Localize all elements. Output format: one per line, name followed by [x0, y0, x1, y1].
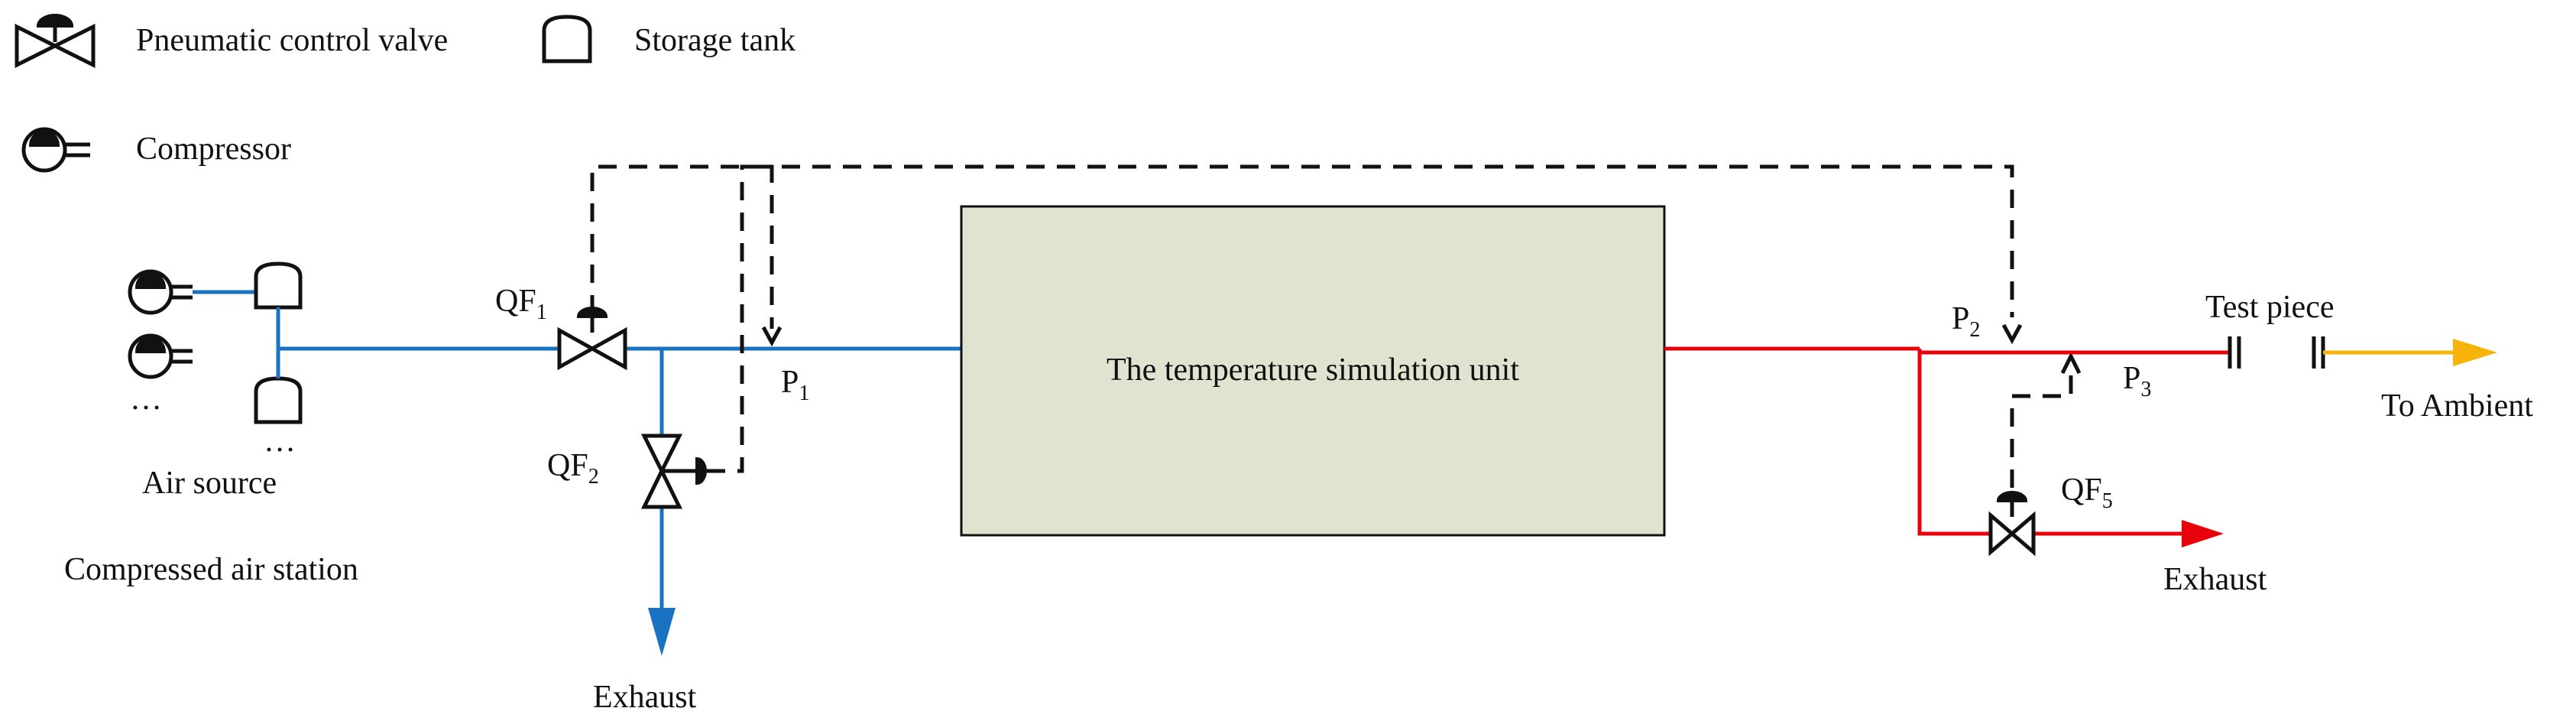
ambient-arrow: [2453, 339, 2497, 366]
hot-output-lines: [1664, 346, 2230, 536]
control-signal-lines: [590, 164, 2073, 488]
legend-compressor-icon: [21, 127, 90, 173]
legend-valve-icon: [15, 14, 96, 69]
valve-qf1-label: QF1: [495, 284, 547, 324]
ellipsis-right: …: [264, 424, 296, 459]
exhaust-arrow-left: [648, 608, 676, 656]
compressed-air-station: … … Air source Compressed air station: [64, 261, 358, 587]
legend-tank-label: Storage tank: [634, 23, 795, 58]
hot-branch-to-qf5: [1917, 349, 1991, 536]
signal-arrows: [761, 323, 2082, 375]
to-ambient-label: To Ambient: [2381, 388, 2533, 424]
legend-valve-label: Pneumatic control valve: [136, 23, 448, 58]
arrow-p3-icon: [2060, 352, 2082, 375]
valve-qf2-icon: [640, 434, 707, 509]
point-p2-label: P2: [1952, 301, 1980, 342]
point-p1-label: P1: [781, 365, 809, 405]
storage-tank-1-icon: [254, 261, 303, 310]
signal-line-qf1-p2: [590, 164, 2014, 317]
test-piece-connectors: [2228, 336, 2325, 369]
valve-qf5-icon: [1988, 491, 2036, 557]
signal-line-qf2-p1: [707, 164, 774, 473]
legend-compressor-label: Compressor: [136, 132, 291, 167]
valve-qf1-icon: [557, 307, 627, 371]
compressor-2-icon: [128, 333, 193, 379]
exhaust-left-label: Exhaust: [593, 680, 697, 715]
compressed-air-station-label: Compressed air station: [64, 552, 358, 587]
air-source-label: Air source: [142, 466, 277, 501]
legend: Pneumatic control valve Storage tank Com…: [15, 14, 795, 173]
exhaust-right-label: Exhaust: [2163, 562, 2267, 597]
point-p3-label: P3: [2123, 361, 2151, 401]
exhaust-arrow-right: [2182, 520, 2224, 547]
legend-tank-icon: [542, 15, 592, 63]
cold-supply-lines: [278, 346, 961, 612]
storage-tank-2-icon: [254, 376, 303, 424]
temperature-simulation-unit: [960, 205, 1666, 537]
signal-line-qf5-p3: [2010, 367, 2073, 488]
compressor-1-icon: [128, 269, 193, 315]
valve-qf2-label: QF2: [547, 448, 599, 489]
valve-qf5-label: QF5: [2061, 473, 2113, 513]
arrow-p2-icon: [2001, 323, 2023, 345]
test-piece-label: Test piece: [2205, 290, 2334, 325]
unit-label: The temperature simulation unit: [1107, 352, 1519, 388]
ellipsis-left: …: [130, 382, 162, 417]
arrow-p1-icon: [761, 326, 783, 347]
